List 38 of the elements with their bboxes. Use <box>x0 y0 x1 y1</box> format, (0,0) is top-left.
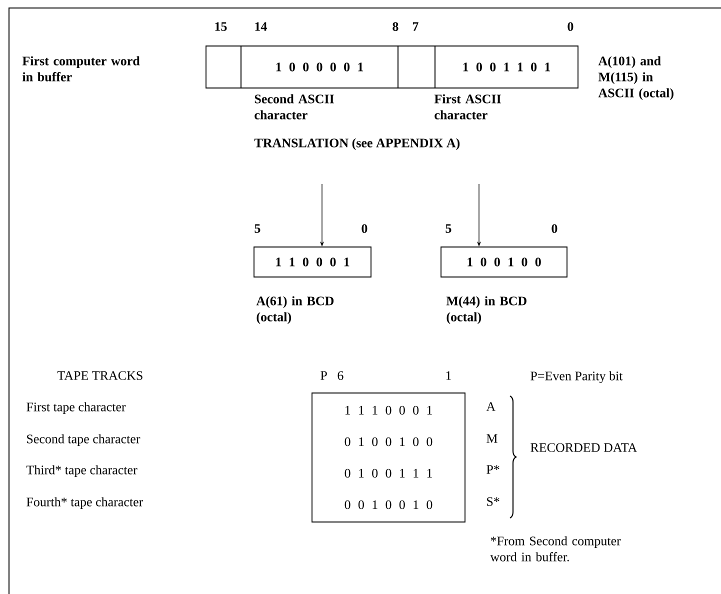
label: P* <box>486 465 500 474</box>
label: 5 <box>254 224 260 233</box>
label: First tape character <box>26 402 126 414</box>
label: Second ASCII character <box>254 94 334 120</box>
label: A <box>486 402 496 411</box>
bit-register: 1 1 1 0 0 0 1 0 1 0 0 1 0 0 0 1 0 0 1 1 1 0 0 1 0 0 1 0 <box>312 392 466 522</box>
bit-field: 1 1 0 0 0 1 <box>254 246 372 278</box>
label: S* <box>487 497 500 506</box>
label: 8 <box>392 22 398 31</box>
label: TRANSLATION (see APPENDIX A) <box>254 138 460 150</box>
label: 0 <box>552 224 558 233</box>
label: *From Second computer word in buffer. <box>490 536 621 562</box>
bit-field: 1 0 0 1 1 0 1 <box>434 46 578 88</box>
label: RECORDED DATA <box>530 443 638 452</box>
label: 6 <box>338 371 344 380</box>
empty-bit-cell <box>206 46 242 88</box>
label: Third* tape character <box>26 465 138 477</box>
label: TAPE TRACKS <box>57 371 142 380</box>
bit-field: 1 0 0 0 0 0 1 <box>240 46 398 88</box>
label: 0 <box>568 22 574 31</box>
label: P <box>320 371 327 380</box>
label: Second tape character <box>27 434 140 446</box>
label: 7 <box>412 22 418 31</box>
label: A(101) and M(115) in ASCII (octal) <box>598 56 674 100</box>
label: M(44) in BCD (octal) <box>446 296 526 324</box>
label: 0 <box>362 224 368 233</box>
label: A(61) in BCD (octal) <box>256 296 334 324</box>
bit-field: 1 0 0 1 0 0 <box>440 246 568 278</box>
label: 15 <box>215 22 227 31</box>
label: 5 <box>446 224 452 233</box>
label: P=Even Parity bit <box>530 371 623 384</box>
label: M <box>486 434 498 443</box>
label: Fourth* tape character <box>26 497 144 509</box>
label: First computer word in buffer <box>22 56 140 82</box>
label: First ASCII character <box>434 94 501 120</box>
label: 1 <box>446 371 451 380</box>
label: 14 <box>255 22 267 31</box>
empty-bit-cell <box>398 46 436 88</box>
